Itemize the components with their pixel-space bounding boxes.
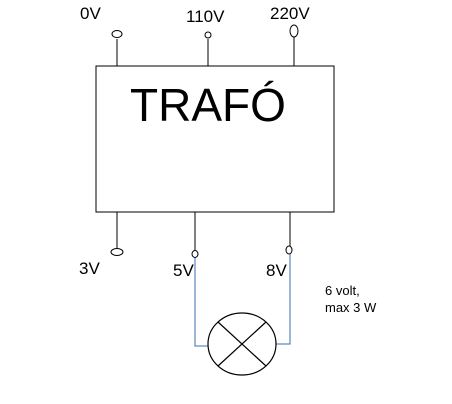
lamp-note-line2: max 3 W [325, 300, 377, 315]
transformer-title: TRAFÓ [130, 79, 286, 131]
terminal-label-5v: 5V [173, 261, 194, 280]
terminal-connector-icon [111, 30, 123, 38]
terminal-label-3v: 3V [79, 259, 100, 278]
terminal-label-220v: 220V [270, 4, 310, 23]
terminal-label-8v: 8V [266, 261, 287, 280]
terminal-5v: 5V [173, 212, 199, 280]
lamp-cross-line [217, 321, 267, 367]
transformer-box [95, 65, 335, 213]
terminal-connector-icon [285, 245, 293, 255]
terminal-8v: 8V [266, 212, 293, 280]
lamp-note-line1: 6 volt, [325, 283, 360, 298]
terminal-3v: 3V [79, 212, 124, 278]
terminal-connector-icon [289, 24, 299, 38]
lamp-wire-right [276, 254, 291, 345]
terminal-label-0v: 0V [80, 4, 101, 23]
terminal-connector-icon [110, 248, 124, 256]
terminal-110v: 110V [186, 7, 225, 66]
terminal-220v: 220V [270, 4, 310, 66]
terminal-connector-icon [191, 250, 199, 258]
lamp-icon [207, 312, 277, 376]
terminal-0v: 0V [80, 4, 123, 66]
terminal-connector-icon [204, 31, 212, 39]
lamp-wire-left [194, 258, 208, 347]
terminal-label-110v: 110V [186, 7, 225, 26]
